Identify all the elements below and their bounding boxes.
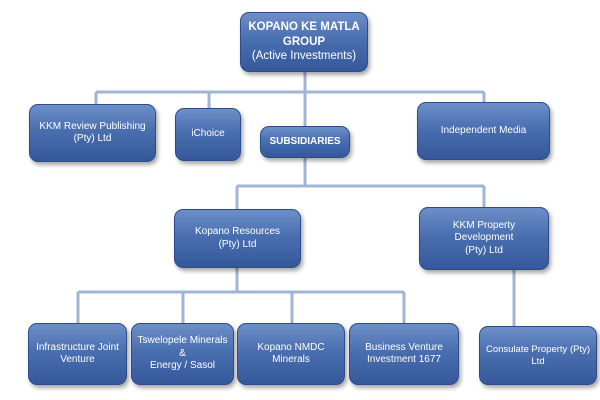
independent-media-node: Independent Media <box>417 102 550 160</box>
kopano-nmdc-label: Kopano NMDC Minerals <box>257 341 325 366</box>
independent-media-label: Independent Media <box>440 124 527 136</box>
tswelopele-node: Tswelopele Minerals & Energy / Sasol <box>131 323 234 385</box>
tswelopele-line1: Tswelopele Minerals & <box>137 335 228 359</box>
business-venture-line1: Business Venture <box>365 341 443 353</box>
infrastructure-line1: Infrastructure Joint <box>36 341 119 353</box>
kopano-resources-line2: (Pty) Ltd <box>218 238 257 250</box>
kkm-property-node: KKM Property Development (Pty) Ltd <box>419 207 549 270</box>
infrastructure-node: Infrastructure Joint Venture <box>28 323 127 385</box>
subsidiaries-label: SUBSIDIARIES <box>269 135 341 147</box>
kkm-review-line2: (Pty) Ltd <box>73 133 112 144</box>
root-node: KOPANO KE MATLA GROUP (Active Investment… <box>240 12 368 72</box>
root-title: KOPANO KE MATLA GROUP <box>248 21 360 48</box>
kkm-review-node: KKM Review Publishing (Pty) Ltd <box>29 104 156 162</box>
kkm-property-line2: (Pty) Ltd <box>465 244 503 256</box>
kkm-property-line1: KKM Property Development <box>452 219 516 244</box>
root-subtitle: (Active Investments) <box>251 50 357 63</box>
tswelopele-line2: Energy / Sasol <box>149 360 216 372</box>
business-venture-line2: Investment 1677 <box>367 354 441 365</box>
kkm-review-line1: KKM Review Publishing <box>39 120 146 132</box>
kopano-resources-line1: Kopano Resources <box>194 226 281 237</box>
kopano-nmdc-node: Kopano NMDC Minerals <box>237 323 345 385</box>
kopano-resources-node: Kopano Resources (Pty) Ltd <box>174 209 301 268</box>
subsidiaries-node: SUBSIDIARIES <box>260 126 350 158</box>
ichoice-node: iChoice <box>175 108 241 161</box>
ichoice-label: iChoice <box>191 128 225 140</box>
infrastructure-line2: Venture <box>60 354 95 365</box>
consulate-node: Consulate Property (Pty) Ltd <box>479 326 597 385</box>
business-venture-node: Business Venture Investment 1677 <box>349 323 459 385</box>
consulate-label: Consulate Property (Pty) Ltd <box>485 343 590 367</box>
